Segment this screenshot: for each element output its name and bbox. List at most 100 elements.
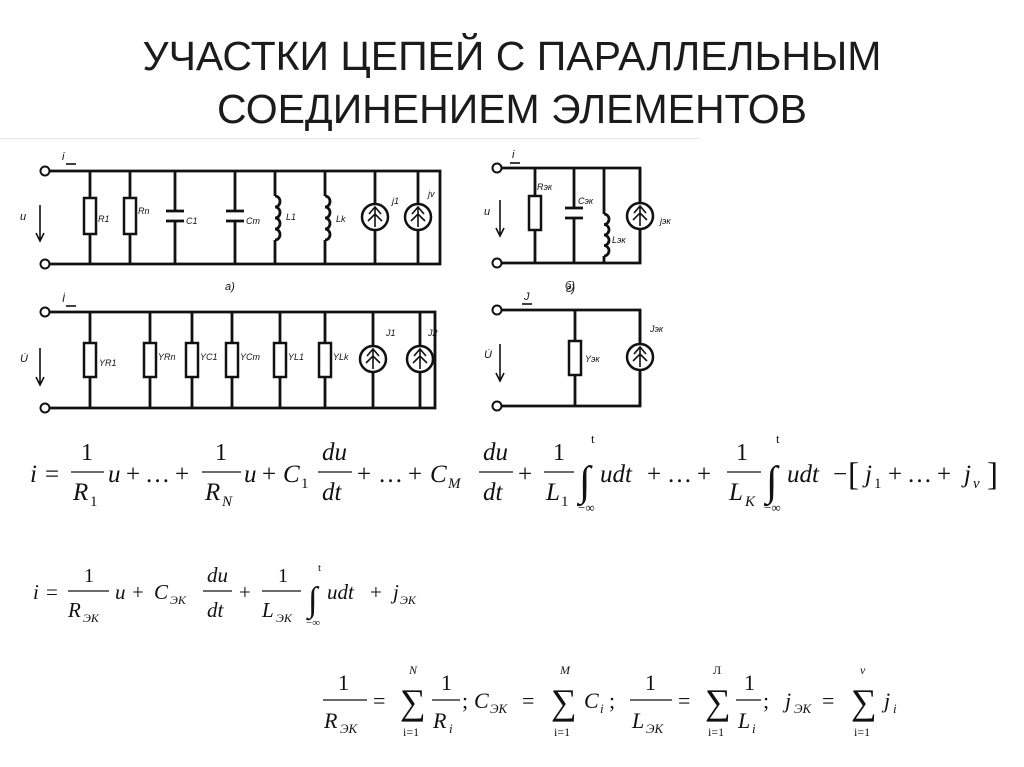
svg-text:R: R	[323, 708, 338, 733]
inductor-lk: Lk	[323, 171, 346, 264]
cm-label: Cm	[246, 216, 260, 226]
svg-text:=: =	[45, 461, 59, 488]
svg-text:1: 1	[441, 670, 452, 695]
svg-text:i: i	[600, 701, 604, 716]
resistor-rn: Rn	[122, 171, 150, 264]
slide-title: УЧАСТКИ ЦЕПЕЙ С ПАРАЛЛЕЛЬНЫМ СОЕДИНЕНИЕМ…	[0, 30, 1024, 136]
yr1-label: YR1	[99, 358, 117, 368]
svg-text:1: 1	[278, 565, 288, 587]
svg-text:t: t	[591, 431, 595, 446]
svg-text:C: C	[474, 688, 489, 713]
admittance-yrn: YRn	[142, 312, 176, 408]
svg-text:i=1: i=1	[708, 725, 724, 739]
current-source-jek: jэк	[625, 168, 671, 263]
svg-text:…: …	[378, 461, 403, 488]
svg-text:=: =	[373, 688, 385, 713]
svg-text:C: C	[154, 580, 169, 604]
current-source-j1c: J1	[358, 312, 396, 408]
svg-text:t: t	[776, 431, 780, 446]
lek-label: Lэк	[612, 235, 626, 245]
svg-text:ЭК: ЭК	[646, 721, 665, 736]
svg-text:dt: dt	[207, 598, 225, 622]
svg-text:i=1: i=1	[854, 725, 870, 739]
j1c-label: J1	[385, 328, 396, 338]
svg-text:t: t	[318, 562, 321, 574]
inductor-l1: L1	[273, 171, 296, 264]
svg-text:u: u	[115, 580, 126, 604]
svg-text:+: +	[697, 461, 711, 488]
svg-text:udt: udt	[787, 461, 820, 488]
capacitor-c1: C1	[166, 171, 198, 264]
svg-text:−: −	[833, 461, 847, 488]
ylk-label: YLk	[333, 352, 349, 362]
jv-label: jv	[427, 189, 435, 199]
circuit-b-voltage: u	[484, 206, 490, 218]
rn-label: Rn	[138, 206, 150, 216]
svg-text:i=1: i=1	[403, 725, 419, 739]
svg-text:+: +	[175, 461, 189, 488]
circuit-b-current: i	[512, 149, 515, 161]
svg-text:+: +	[126, 461, 140, 488]
current-source-j2c: J2	[405, 312, 438, 408]
svg-text:−∞: −∞	[578, 500, 595, 515]
svg-text:[: [	[848, 457, 859, 493]
current-source-jek-d: Jэк	[625, 310, 664, 406]
svg-text:∫: ∫	[576, 459, 593, 507]
circuit-a-current: i	[62, 151, 65, 163]
yl1-label: YL1	[288, 352, 304, 362]
svg-text:L: L	[631, 708, 644, 733]
svg-text:j: j	[961, 461, 971, 488]
capacitor-cek: Cэк	[565, 168, 594, 263]
current-source-jv: jv	[403, 171, 435, 264]
svg-text:1: 1	[874, 476, 882, 492]
circuit-c: İ U̇ YR1 YRn YC1 YCm	[20, 293, 438, 414]
svg-text:=: =	[46, 580, 58, 604]
svg-text:1: 1	[645, 670, 656, 695]
title-divider	[0, 138, 700, 139]
svg-text:;: ;	[763, 688, 769, 713]
svg-text:L: L	[728, 479, 743, 506]
svg-text:1: 1	[744, 670, 755, 695]
svg-text:R: R	[204, 479, 220, 506]
svg-text:=: =	[822, 688, 834, 713]
svg-text:ЭК: ЭК	[400, 593, 417, 607]
svg-text:1: 1	[561, 494, 569, 510]
svg-text:]: ]	[987, 457, 998, 493]
svg-text:ЭК: ЭК	[490, 701, 509, 716]
svg-text:C: C	[584, 688, 599, 713]
svg-text:∑: ∑	[551, 682, 577, 722]
svg-text:+: +	[518, 461, 532, 488]
svg-text:i: i	[752, 721, 756, 736]
svg-text:ν: ν	[860, 663, 866, 677]
f1-r1-sub: 1	[90, 494, 98, 510]
svg-text:L: L	[737, 708, 750, 733]
svg-text:+: +	[132, 580, 144, 604]
svg-text:;: ;	[462, 688, 468, 713]
inductor-lek: Lэк	[602, 168, 626, 263]
svg-text:+: +	[647, 461, 661, 488]
svg-text:+: +	[408, 461, 422, 488]
svg-text:+: +	[888, 461, 902, 488]
svg-text:M: M	[559, 663, 571, 677]
svg-text:ЭК: ЭК	[794, 701, 813, 716]
title-line-2: СОЕДИНЕНИЕМ ЭЛЕМЕНТОВ	[216, 86, 807, 132]
svg-text:R: R	[67, 598, 81, 622]
cek-label: Cэк	[578, 196, 594, 206]
circuit-d-caption: г)	[566, 283, 575, 295]
yek-label: Yэк	[585, 354, 600, 364]
circuit-d: J U̇ г) Yэк Jэк	[484, 283, 664, 412]
svg-text:∫: ∫	[306, 580, 320, 621]
svg-text:…: …	[145, 461, 170, 488]
svg-text:−∞: −∞	[764, 500, 781, 515]
svg-text:;: ;	[609, 688, 615, 713]
admittance-yl1: YL1	[272, 312, 304, 408]
svg-text:+: +	[937, 461, 951, 488]
svg-text:i=1: i=1	[554, 725, 570, 739]
admittance-ylk: YLk	[317, 312, 349, 408]
svg-text:u: u	[108, 461, 121, 488]
svg-text:1: 1	[301, 476, 309, 492]
svg-text:N: N	[221, 494, 233, 510]
circuit-b-caption: б)	[565, 280, 575, 292]
circuit-diagrams: i u а) R1 Rn C1	[20, 149, 671, 414]
